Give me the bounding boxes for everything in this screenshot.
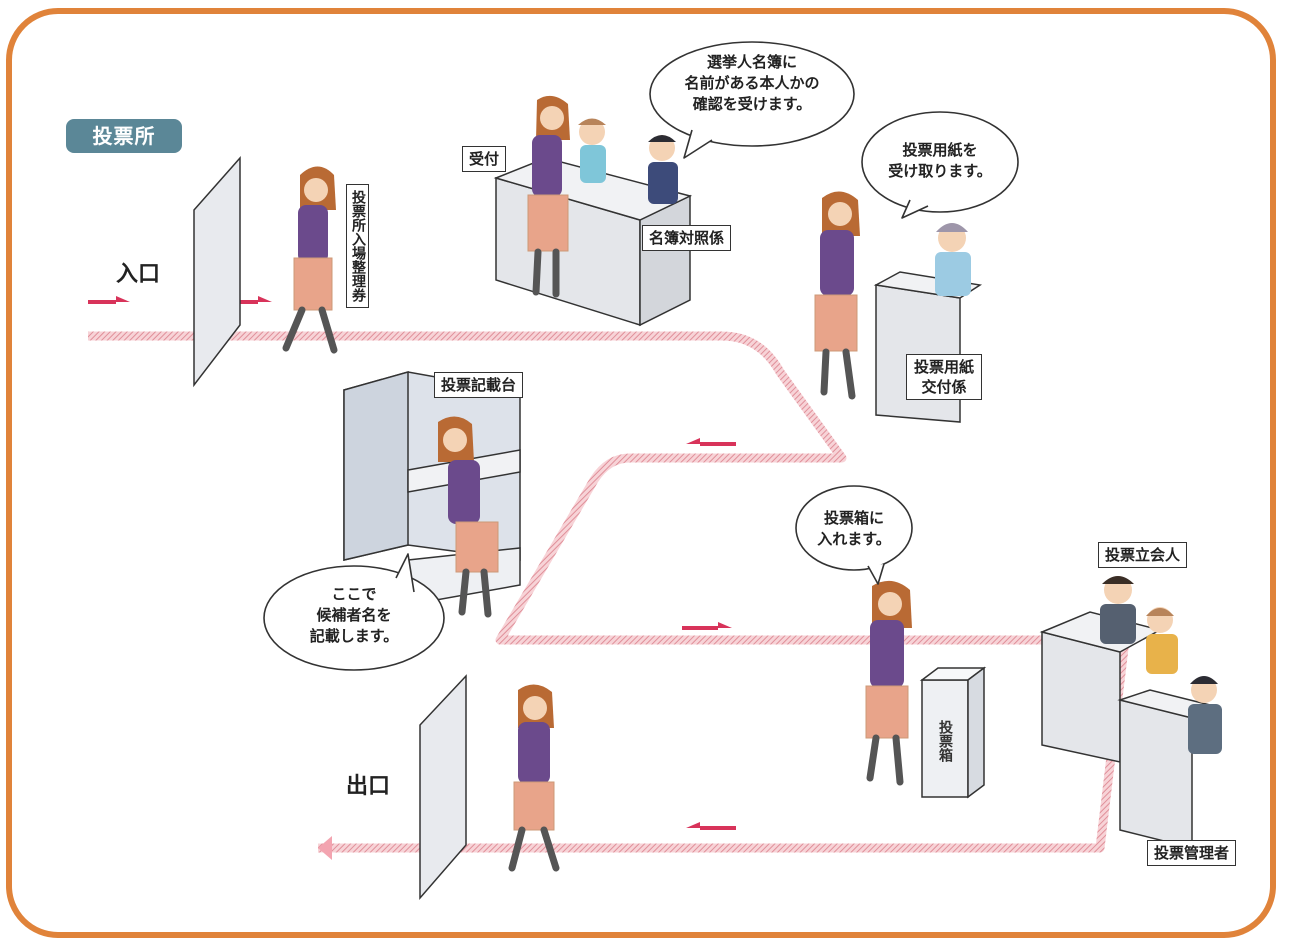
entrance-panel — [193, 156, 241, 388]
flow-path — [88, 331, 1130, 853]
bubble-receive-tail — [901, 199, 929, 219]
bubble-insert-tail — [867, 563, 885, 585]
voter-figure-ballot — [865, 580, 912, 786]
paper-issuer-label: 投票用紙交付係 — [906, 354, 982, 400]
bubble-register-text: 選挙人名簿に 名前がある本人かの 確認を受けます。 — [684, 53, 820, 113]
writing-booth-label: 投票記載台 — [434, 372, 524, 398]
bubble-insert-shape — [795, 485, 913, 571]
arrow-3 — [686, 438, 736, 446]
voter-figure-reception — [527, 95, 570, 298]
paper-official — [935, 223, 971, 296]
exit-arrowhead — [318, 836, 332, 860]
manager-official — [1188, 676, 1222, 754]
bubble-write-shape — [263, 565, 445, 671]
ballot-box-graphic — [919, 666, 987, 799]
bubble-receive-text: 投票用紙を 受け取ります。 — [888, 141, 992, 180]
bubble-register-shape — [649, 41, 855, 147]
arrow-4 — [682, 622, 732, 630]
reception-official-2 — [648, 135, 678, 204]
exit-panel — [419, 674, 467, 901]
arrow-5 — [686, 822, 736, 830]
voter-figure-exit — [508, 684, 560, 872]
officials-desk — [1039, 611, 1212, 849]
bubble-register-tail — [683, 129, 713, 159]
voter-figure-entrance — [282, 166, 338, 354]
bubble-write-tail — [395, 553, 415, 593]
bubble-write-text: ここで 候補者名を 記載します。 — [309, 585, 399, 645]
bubble-receive-shape — [861, 111, 1019, 213]
entrance-label: 入口 — [116, 262, 161, 287]
bubble-insert-text: 投票箱に 入れます。 — [817, 509, 891, 548]
register-checker-label: 名簿対照係 — [642, 225, 732, 251]
voter-figure-booth — [438, 416, 499, 618]
witness-official-1 — [1100, 576, 1136, 644]
reception-label: 受付 — [462, 146, 507, 172]
manager-label: 投票管理者 — [1147, 840, 1237, 866]
ballot-box-label: 投票箱 — [937, 720, 953, 762]
exit-label: 出口 — [346, 774, 391, 799]
reception-official-1 — [578, 118, 606, 183]
voter-figure-paper — [814, 191, 860, 400]
arrow-1 — [88, 296, 130, 304]
witness-label: 投票立会人 — [1098, 542, 1188, 568]
witness-official-2 — [1146, 607, 1178, 674]
ticket-label: 投票所入場整理券 — [346, 184, 369, 308]
title-badge: 投票所 — [66, 119, 182, 153]
